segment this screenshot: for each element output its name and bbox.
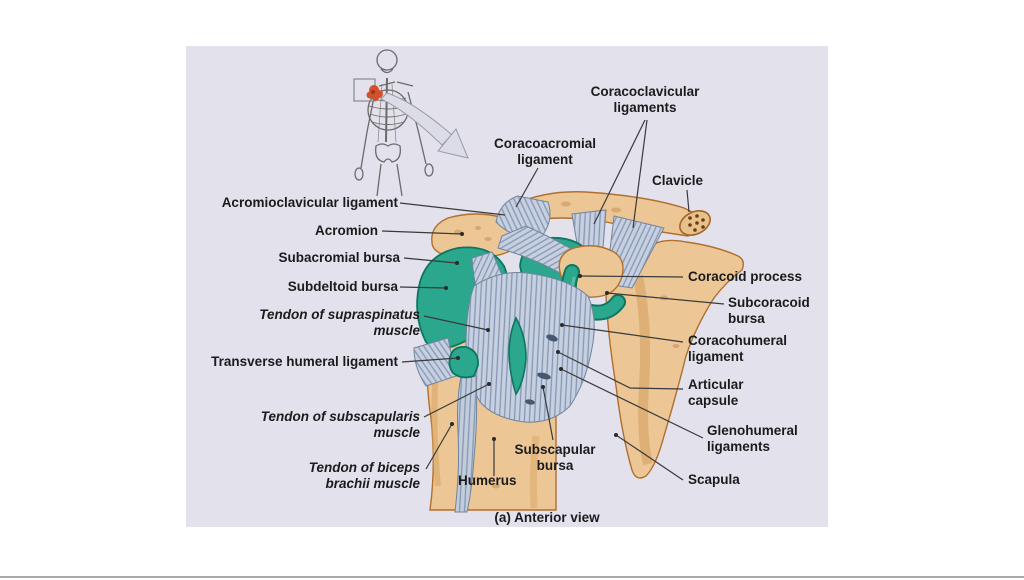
label-subscapular-bursa: Subscapular bursa	[514, 442, 596, 473]
label-scapula: Scapula	[688, 472, 740, 487]
label-coracoclavicular-ligaments: Coracoclavicular ligaments	[590, 84, 700, 115]
label-humerus: Humerus	[458, 473, 517, 488]
figure-caption: (a) Anterior view	[494, 510, 600, 525]
clavicle-bone	[515, 191, 711, 237]
label-coracohumeral-ligament: Coracohumeral ligament	[688, 333, 788, 364]
label-transverse-humeral-ligament: Transverse humeral ligament	[211, 354, 398, 369]
label-tendon-of-subscapularis-muscle: Tendon of subscapularis muscle	[260, 409, 420, 440]
shoulder-highlight	[366, 85, 383, 101]
articular-capsule-fibers	[465, 272, 595, 423]
bottom-divider	[0, 576, 1024, 578]
label-coracoacromial-ligament: Coracoacromial ligament	[493, 136, 597, 167]
clavicle-foramina	[688, 214, 705, 232]
label-coracoid-process: Coracoid process	[688, 269, 803, 284]
clavicle-cut-end	[679, 210, 711, 236]
label-acromion: Acromion	[314, 223, 378, 238]
label-acromioclavicular-ligament: Acromioclavicular ligament	[221, 195, 398, 210]
label-glenohumeral-ligaments: Glenohumeral ligaments	[707, 423, 798, 454]
label-subdeltoid-bursa: Subdeltoid bursa	[287, 279, 398, 294]
shoulder-anatomy-illustration	[353, 49, 745, 513]
diagram-panel: Coracoclavicular ligaments Coracoacromia…	[186, 46, 828, 527]
label-tendon-of-biceps-brachii-muscle: Tendon of biceps brachii muscle	[308, 460, 420, 491]
label-articular-capsule: Articular capsule	[688, 377, 744, 408]
leader-dots	[444, 232, 618, 441]
subscapular-bursa-shape	[508, 316, 527, 396]
label-subcoracoid-bursa: Subcoracoid bursa	[728, 295, 810, 326]
transverse-humeral-ligament-shape	[448, 346, 479, 379]
leader-lines	[381, 119, 725, 481]
label-tendon-of-supraspinatus-muscle: Tendon of supraspinatus muscle	[259, 307, 420, 338]
scapula-bone	[605, 239, 745, 479]
label-subacromial-bursa: Subacromial bursa	[278, 250, 400, 265]
label-clavicle: Clavicle	[652, 173, 704, 188]
zoom-arrow-icon	[380, 92, 469, 159]
